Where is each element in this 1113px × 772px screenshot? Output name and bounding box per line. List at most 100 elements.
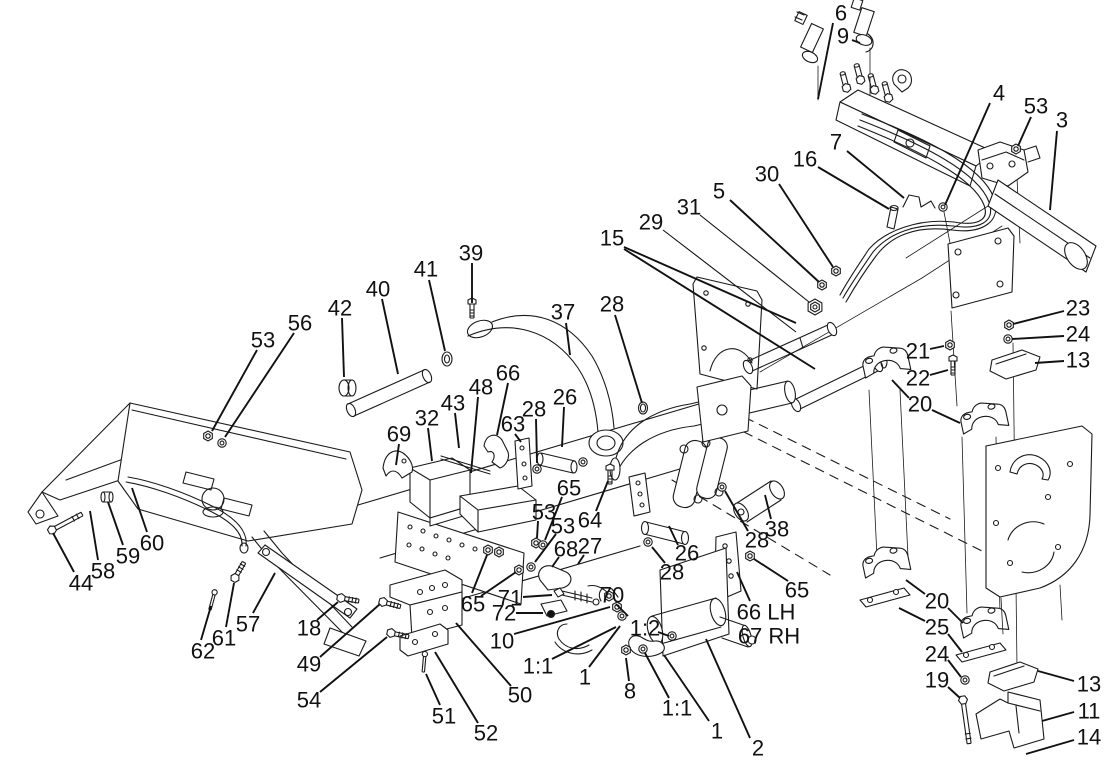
line-art [865,33,874,53]
line-art [421,655,427,673]
line-art [261,547,271,557]
bolth-icon [378,597,402,610]
leader-line [764,494,772,520]
line-art [747,635,757,645]
line-art [947,227,1015,309]
manifold-assembly [794,0,1097,309]
fitting-icon [867,73,880,95]
callout-65: 65 [461,592,485,617]
line-art [536,452,544,466]
leader-line [929,345,945,350]
leader-line [891,379,910,399]
leader-line [225,582,235,628]
callout-51: 51 [432,704,456,729]
nut-icon [621,644,631,656]
line-art [709,597,727,627]
line-art [869,84,880,95]
line-art [605,463,615,471]
leader-line [623,246,797,324]
line-art [345,402,357,418]
nut-icon [745,550,755,562]
pin-icon [421,650,429,673]
line-art [995,353,1027,365]
boltd-icon [230,560,247,584]
line-art [514,437,533,490]
line-art [733,502,749,522]
valve-assembly [554,547,757,657]
leader-line [644,652,670,699]
leader-line [427,427,433,462]
callout-7: 7 [830,130,842,155]
callout-9: 9 [837,24,849,49]
line-art [940,204,946,210]
line-art [182,471,215,491]
line-art [784,380,796,404]
leader-line [1034,360,1065,364]
callout-1-1: 1:1 [523,654,554,679]
line-art [1007,521,1045,541]
callout-19: 19 [925,668,949,693]
leader-line [381,298,399,375]
line-art [485,547,491,553]
callout-2: 2 [752,736,764,761]
line-art [635,480,641,486]
line-art [117,402,363,542]
leader-line [561,406,565,448]
line-art [211,589,218,596]
callout-16: 16 [793,147,817,172]
callout-53: 53 [251,328,275,353]
line-art [27,0,1097,749]
line-art [540,542,546,548]
line-art [323,627,367,657]
callout-15: 15 [600,226,624,251]
callout-5: 5 [713,179,725,204]
leader-line [395,443,400,466]
callout-22: 22 [906,366,930,391]
line-art [893,129,931,159]
line-art [459,485,537,533]
washer-icon [643,537,653,547]
line-art [986,162,994,170]
washer-icon [1003,334,1013,344]
callout-53: 53 [532,500,556,525]
line-art [745,323,835,373]
line-art [961,436,968,614]
leader-line [615,603,629,617]
washer-icon [717,482,727,492]
callout-59: 59 [116,544,140,569]
line-art [651,597,722,646]
callout-11: 11 [1078,699,1101,724]
line-art [853,63,860,68]
leader-line [1025,739,1075,755]
callout-72: 72 [492,601,516,626]
line-art [645,539,651,545]
line-art [131,409,347,460]
line-art [446,537,452,543]
line-art [421,368,433,384]
line-art [839,125,986,296]
callout-61: 61 [212,626,236,651]
line-art [679,444,689,454]
line-art [534,466,540,472]
washer-icon [532,464,542,474]
washer-icon [617,611,627,621]
line-art [409,591,463,639]
line-art [1013,146,1019,152]
line-art [230,572,240,584]
line-art [440,455,491,475]
boltv-icon [605,463,615,485]
callout-48: 48 [469,375,493,400]
leader-line [544,496,563,541]
leader-line [89,510,99,561]
line-art [432,551,438,557]
line-art [386,600,402,610]
line-art [596,435,616,451]
leader-line [224,332,295,438]
line-art [533,540,539,546]
line-art [962,651,970,659]
line-art [394,631,410,640]
line-art [701,345,707,351]
line-art [347,369,431,417]
mount-bracket-group [389,569,463,657]
leader-line [211,349,258,432]
